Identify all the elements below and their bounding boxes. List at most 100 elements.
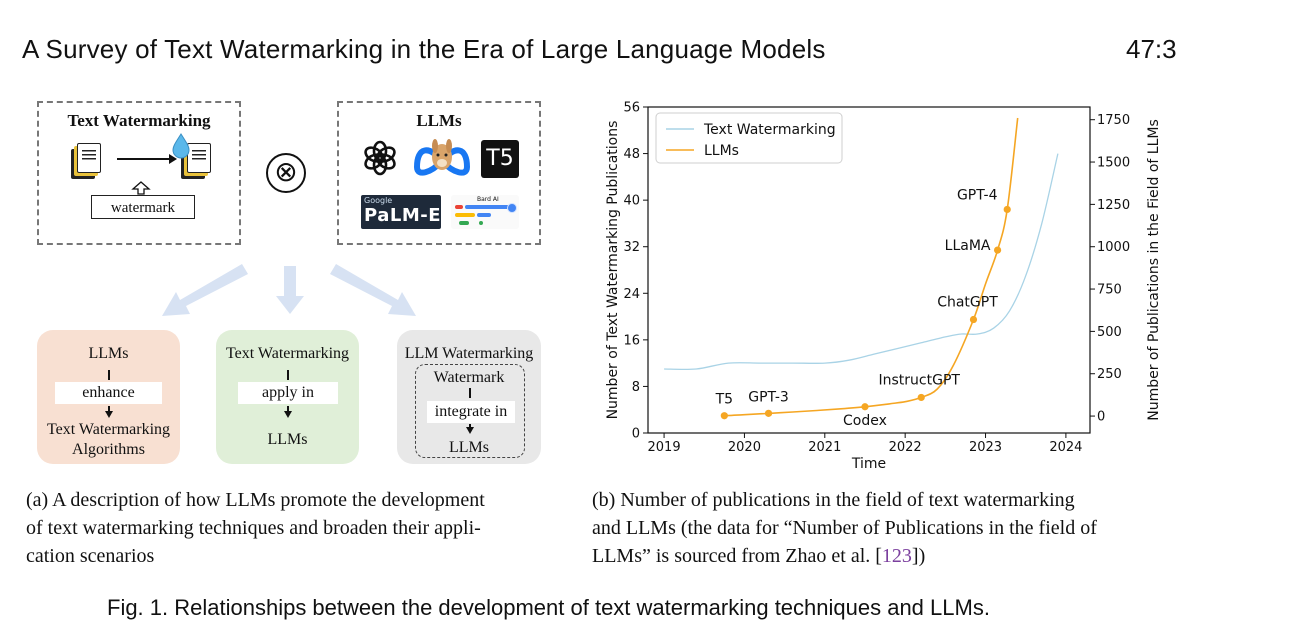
enhance-bottom-label-1: Text Watermarking bbox=[46, 421, 171, 438]
plot-frame bbox=[647, 106, 1091, 434]
y-left-tick-label: 8 bbox=[632, 380, 640, 395]
x-tick-label: 2022 bbox=[889, 440, 922, 455]
meta-llama-icon bbox=[413, 139, 471, 176]
annotation-label: InstructGPT bbox=[879, 372, 961, 388]
palm-e-icon: Google PaLM-E bbox=[361, 195, 441, 229]
palm-e-label: PaLM-E bbox=[364, 205, 442, 226]
bard-bar-blue-2 bbox=[477, 213, 491, 217]
annotation-label: ChatGPT bbox=[937, 295, 998, 311]
x-tick-label: 2021 bbox=[808, 440, 841, 455]
annotation-label: GPT-3 bbox=[748, 389, 789, 405]
caption-b-line-1: (b) Number of publications in the field … bbox=[592, 489, 1075, 511]
connector-arrows bbox=[162, 264, 416, 316]
annotation-label: T5 bbox=[715, 392, 733, 408]
apply-in-label: apply in bbox=[238, 382, 338, 404]
tick bbox=[108, 406, 110, 412]
y-right-tick-label: 1500 bbox=[1097, 156, 1130, 171]
page-number: 47:3 bbox=[1126, 34, 1177, 64]
t5-icon: T5 bbox=[481, 140, 519, 178]
data-point-marker bbox=[969, 315, 978, 324]
apply-top-label: Text Watermarking bbox=[225, 345, 350, 362]
apply-bottom-label: LLMs bbox=[267, 431, 308, 448]
x-tick-label: 2020 bbox=[728, 440, 761, 455]
annotation-label: LLaMA bbox=[945, 238, 991, 254]
arrow-down-icon bbox=[105, 411, 113, 418]
y-left-axis-label: Number of Text Watermarking Publications bbox=[605, 121, 621, 420]
y-right-axis-label: Number of Publications in the Field of L… bbox=[1146, 119, 1162, 421]
llm-watermarking-box: LLM Watermarking Watermark integrate in … bbox=[397, 330, 541, 464]
caption-b-line-3-pre: LLMs” is sourced from Zhao et al. [ bbox=[592, 545, 882, 567]
x-tick-label: 2024 bbox=[1049, 440, 1082, 455]
arrow-down-icon bbox=[276, 266, 304, 314]
y-left-tick-label: 32 bbox=[623, 240, 640, 255]
arrow-down-icon bbox=[466, 427, 474, 434]
data-point-marker bbox=[993, 246, 1002, 254]
water-drop-icon bbox=[172, 133, 190, 159]
tensor-product-icon: ⊗ bbox=[266, 153, 306, 193]
enhance-bottom-label-2: Algorithms bbox=[72, 441, 145, 458]
bard-bar-red bbox=[455, 205, 463, 209]
arrow-right-icon bbox=[117, 154, 177, 164]
data-point-marker bbox=[1003, 205, 1011, 214]
bard-bar-blue bbox=[465, 205, 509, 209]
y-left-tick-label: 40 bbox=[623, 194, 640, 209]
tick bbox=[287, 370, 289, 380]
reference-link[interactable]: 123 bbox=[881, 545, 912, 567]
tick bbox=[469, 388, 471, 398]
y-left-tick-label: 0 bbox=[632, 427, 640, 442]
apply-in-box: Text Watermarking apply in LLMs bbox=[216, 330, 359, 464]
bard-dot-green bbox=[479, 221, 483, 225]
running-title: A Survey of Text Watermarking in the Era… bbox=[22, 34, 826, 64]
y-right-tick-label: 750 bbox=[1097, 283, 1122, 298]
bard-ai-label: Bard AI bbox=[477, 196, 499, 203]
y-left-tick-label: 48 bbox=[623, 147, 640, 162]
y-right-tick-label: 1250 bbox=[1097, 198, 1130, 213]
arrow-icon-group bbox=[162, 264, 416, 316]
annotation-label: GPT-4 bbox=[957, 187, 998, 203]
arrow-left-diagonal-icon bbox=[162, 264, 248, 316]
document-icon bbox=[77, 143, 101, 173]
bard-bar-green bbox=[459, 221, 469, 225]
watermarked-document-icon bbox=[187, 143, 211, 173]
watermark-inner-label: Watermark bbox=[433, 369, 505, 386]
y-right-tick-label: 1750 bbox=[1097, 113, 1130, 128]
inner-dashed-frame bbox=[415, 364, 525, 458]
data-point-marker bbox=[764, 409, 773, 417]
enhance-top-label: LLMs bbox=[88, 345, 129, 362]
data-point-marker bbox=[917, 393, 925, 402]
llms-enhance-box: LLMs enhance Text Watermarking Algorithm… bbox=[37, 330, 180, 464]
bard-ai-icon: Bard AI bbox=[451, 195, 519, 229]
data-point-marker bbox=[861, 403, 869, 411]
arrow-up-outline-icon bbox=[131, 181, 151, 195]
x-tick-label: 2019 bbox=[648, 440, 681, 455]
y-left-tick-label: 16 bbox=[623, 333, 640, 348]
openai-icon bbox=[364, 140, 396, 176]
caption-a-line-2: of text watermarking techniques and broa… bbox=[26, 517, 481, 539]
caption-b-line-3: LLMs” is sourced from Zhao et al. [123]) bbox=[592, 542, 1097, 570]
enhance-label: enhance bbox=[55, 382, 162, 404]
bard-dot bbox=[507, 203, 517, 213]
x-axis-label: Time bbox=[851, 456, 886, 472]
y-right-tick-label: 500 bbox=[1097, 325, 1122, 340]
y-left-tick-label: 24 bbox=[623, 287, 640, 302]
llms-box: LLMs T5 Google PaLM-E Bard AI bbox=[337, 101, 541, 245]
tick bbox=[108, 370, 110, 380]
arrow-down-icon bbox=[284, 411, 292, 418]
legend-label: LLMs bbox=[704, 143, 739, 159]
y-right-tick-label: 1000 bbox=[1097, 240, 1130, 255]
legend-label: Text Watermarking bbox=[703, 122, 836, 138]
llms-title: LLMs bbox=[416, 111, 462, 130]
tick bbox=[287, 406, 289, 412]
data-point-marker bbox=[720, 412, 728, 420]
arrow-right-diagonal-icon bbox=[330, 264, 416, 316]
caption-b-line-3-post: ]) bbox=[911, 545, 926, 567]
llms-line bbox=[724, 117, 1019, 417]
integrate-in-label: integrate in bbox=[427, 401, 515, 423]
figure-caption: Fig. 1. Relationships between the develo… bbox=[107, 595, 990, 620]
llm-watermarking-label: LLM Watermarking bbox=[404, 345, 534, 362]
tick bbox=[469, 424, 471, 428]
caption-a-line-3: cation scenarios bbox=[26, 545, 155, 567]
integrate-bottom-label: LLMs bbox=[449, 439, 489, 456]
legend-box bbox=[655, 112, 843, 164]
